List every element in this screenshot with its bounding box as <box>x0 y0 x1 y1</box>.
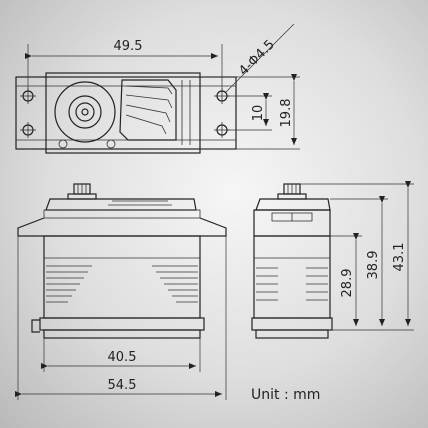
front-body <box>43 235 201 319</box>
overall-width-label: 54.5 <box>108 378 137 393</box>
front-flange <box>17 217 227 237</box>
front-fins-left <box>46 265 92 303</box>
body-height-label: 28.9 <box>340 269 355 298</box>
top-width-label: 49.5 <box>114 39 143 54</box>
hole-spec-label: 4-Φ4.5 <box>236 37 278 79</box>
side-body <box>253 235 331 319</box>
front-view: 40.5 54.5 <box>15 183 227 400</box>
servo-body-top <box>45 72 201 154</box>
top-fins <box>119 79 191 145</box>
front-bottom-case <box>39 317 205 331</box>
mounting-holes <box>20 88 230 138</box>
overall-height-label: 43.1 <box>392 243 407 272</box>
wire-exit <box>31 319 40 333</box>
output-gear-circle <box>54 81 116 143</box>
unit-label: Unit : mm <box>251 387 320 403</box>
side-fins <box>256 267 328 301</box>
side-view: 28.9 38.9 43.1 <box>251 181 414 339</box>
body-width-label: 40.5 <box>108 350 137 365</box>
top-depth-label: 19.8 <box>279 99 294 128</box>
top-view: 49.5 4-Φ4.5 10 19.8 <box>15 23 300 154</box>
hole-spacing-label: 10 <box>251 105 266 122</box>
front-fins-right <box>152 265 198 303</box>
height-to-top-label: 38.9 <box>366 251 381 280</box>
hole-leader-line <box>225 23 295 93</box>
mounting-flange-outline <box>15 76 237 150</box>
